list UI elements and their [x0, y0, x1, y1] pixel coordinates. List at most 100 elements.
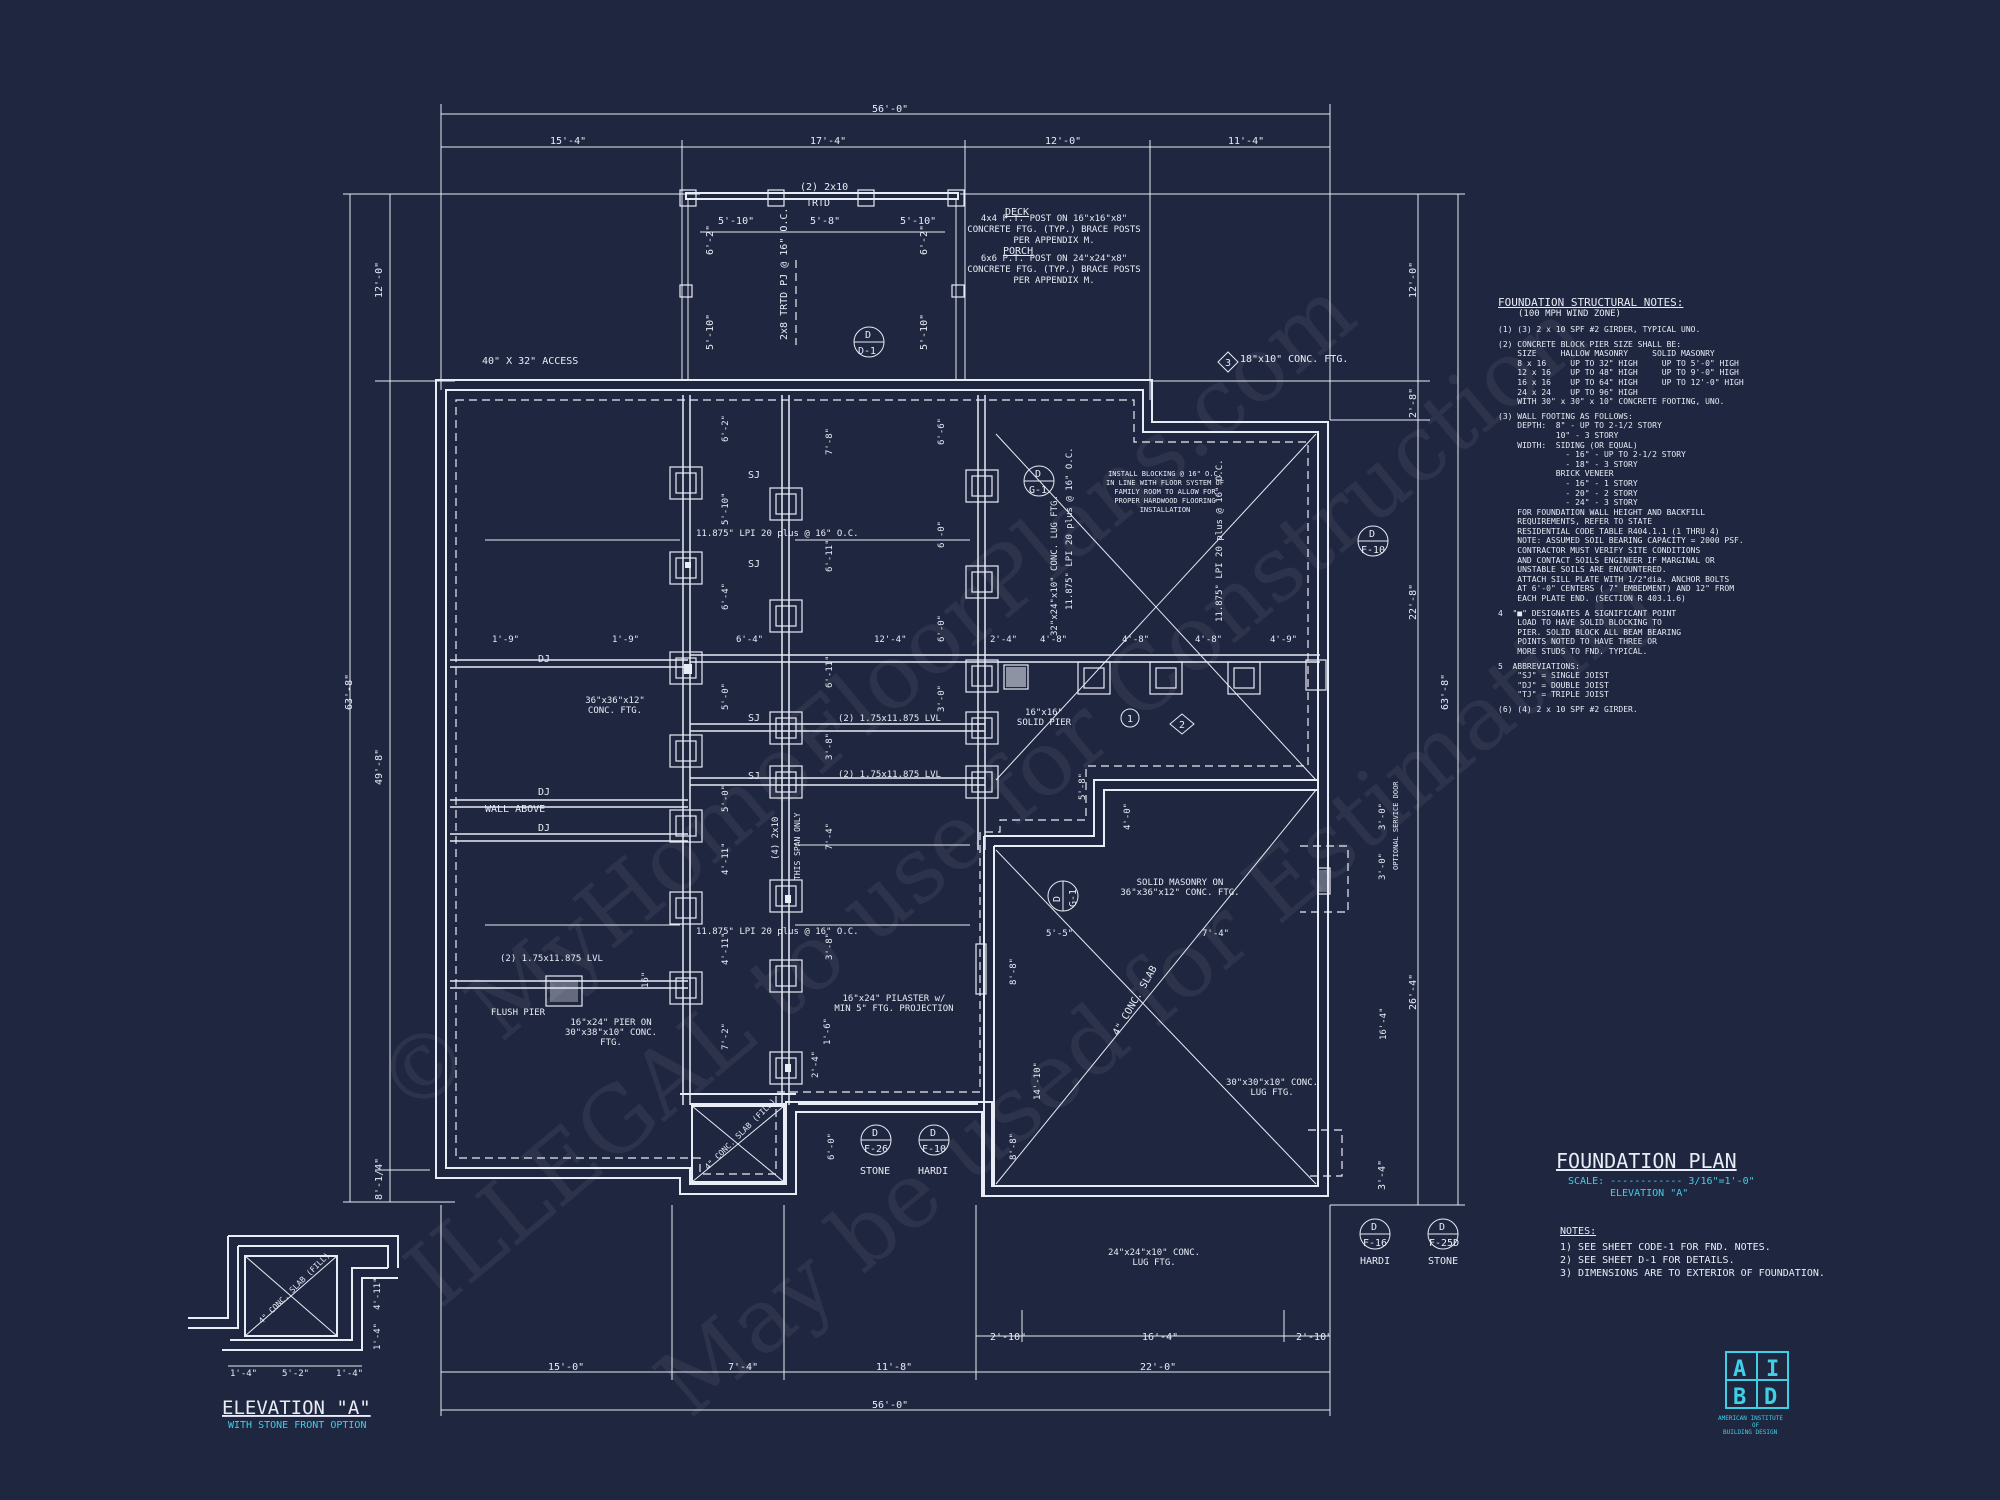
structural-note-line: PIER. SOLID BLOCK ALL BEAM BEARING: [1498, 627, 1682, 637]
logo-letter-d: D: [1764, 1385, 1777, 1410]
logo-letter-a: A: [1733, 1357, 1746, 1382]
svg-text:7'-4": 7'-4": [825, 823, 835, 850]
beams: [450, 395, 1320, 1105]
dim-right-3: 22'-8": [1408, 584, 1419, 620]
elev-dim-5: 1'-4": [373, 1323, 383, 1350]
deck-beam-label: (2) 2x10: [800, 182, 848, 193]
dj-label-1: DJ: [538, 654, 550, 665]
svg-text:4'-8": 4'-8": [1195, 635, 1222, 645]
lug-ftg-label: 32"x24"x10" CONC. LUG FTG.: [1050, 495, 1060, 636]
notes-title: NOTES:: [1560, 1226, 1596, 1237]
section-tag-g1-lower: D G-1: [1047, 880, 1079, 912]
svg-text:F-16: F-16: [1363, 1238, 1387, 1249]
point-load-tag-2: 2: [1169, 713, 1195, 735]
dim-bottom-right-2: 16'-4": [1142, 1332, 1178, 1343]
lvl-label-c: (2) 1.75x11.875 LVL: [500, 954, 603, 964]
svg-text:4'-8": 4'-8": [1040, 635, 1067, 645]
deck-note: 4x4 P.T. POST ON 16"x16"x8" CONCRETE FTG…: [967, 214, 1140, 246]
dim-left-overall: 63'-8": [344, 674, 355, 710]
elev-dim-4: 4'-11": [373, 1277, 383, 1310]
structural-note-line: POINTS NOTED TO HAVE THREE OR: [1498, 637, 1657, 647]
sj-label-2: SJ: [748, 559, 760, 570]
interior-dimensions: 6'-2" 5'-10" 6'-4" 5'-0" 5'-0" 4'-11" 4'…: [492, 415, 1389, 1160]
svg-text:3'-0": 3'-0": [1378, 803, 1388, 830]
svg-text:6'-2": 6'-2": [721, 415, 731, 442]
sj-label-1: SJ: [748, 470, 760, 481]
dj-label-3: DJ: [538, 823, 550, 834]
structural-note-line: 8 x 16 UP TO 32" HIGH UP TO 5'-0" HIGH: [1498, 358, 1739, 368]
blocking-note: INSTALL BLOCKING @ 16" O.C. IN LINE WITH…: [1106, 470, 1224, 514]
structural-notes-list: (1) (3) 2 x 10 SPF #2 GIRDER, TYPICAL UN…: [1498, 325, 1818, 715]
dim-bottom-1: 15'-0": [548, 1362, 584, 1373]
structural-note-line: UNSTABLE SOILS ARE ENCOUNTERED.: [1498, 565, 1667, 575]
structural-note-line: ATTACH SILL PLATE WITH 1/2"dia. ANCHOR B…: [1498, 574, 1730, 584]
dim-bottom-2: 7'-4": [728, 1362, 758, 1373]
svg-text:6'-4": 6'-4": [736, 635, 763, 645]
structural-note-line: (2) CONCRETE BLOCK PIER SIZE SHALL BE:: [1498, 339, 1682, 349]
svg-text:6'-4": 6'-4": [721, 583, 731, 610]
structural-note-line: 16 x 16 UP TO 64" HIGH UP TO 12'-0" HIGH: [1498, 377, 1744, 387]
elev-title: ELEVATION "A": [222, 1397, 371, 1419]
svg-text:14'-10": 14'-10": [1033, 1062, 1043, 1100]
svg-text:16": 16": [641, 972, 651, 988]
lpi-label-b: 11.875" LPI 20 plus @ 16" O.C.: [696, 927, 859, 937]
svg-text:G-1: G-1: [1029, 485, 1047, 496]
piers: [545, 466, 1329, 1085]
structural-note-line: NOTE: ASSUMED SOIL BEARING CAPACITY = 20…: [1498, 536, 1744, 546]
svg-text:D: D: [1439, 1222, 1445, 1233]
lvl-label-a: (2) 1.75x11.875 LVL: [838, 714, 941, 724]
svg-text:1'-9": 1'-9": [492, 635, 519, 645]
svg-text:4'-9": 4'-9": [1270, 635, 1297, 645]
watermark: © MyHomeFloorPlans.com ILLEGAL to use fo…: [357, 259, 1673, 1437]
solid-pier-label: 16"x16" SOLID PIER: [1017, 708, 1071, 728]
svg-text:8'-8": 8'-8": [1009, 1133, 1019, 1160]
deck-dim-6: 5'-10": [705, 314, 716, 350]
structural-note-line: "SJ" = SINGLE JOIST: [1498, 671, 1609, 681]
dim-right-overall: 63'-8": [1440, 674, 1451, 710]
elevation-a-detail: 4" CONC. SLAB (FILL) 5'-2" 1'-4" 1'-4" 4…: [188, 1235, 399, 1431]
deck-dim-4: 6'-2": [705, 225, 716, 255]
structural-note-line: RESIDENTIAL CODE TABLE R404.1.1 (1 THRU …: [1498, 526, 1720, 536]
elev-dim-1: 5'-2": [282, 1369, 309, 1379]
structural-note-line: CONTRACTOR MUST VERIFY SITE CONDITIONS: [1498, 546, 1701, 556]
pier-ftg-label: 16"x24" PIER ON 30"x38"x10" CONC. FTG.: [565, 1018, 657, 1048]
point-load-tag-1: 1: [1120, 708, 1140, 728]
dim-top-4: 11'-4": [1228, 136, 1264, 147]
svg-text:5'-0": 5'-0": [721, 785, 731, 812]
dim-top-overall: 56'-0": [872, 104, 908, 115]
lug-24-label: 24"x24"x10" CONC. LUG FTG.: [1108, 1248, 1200, 1268]
svg-text:3'-8": 3'-8": [825, 733, 835, 760]
svg-text:F-26: F-26: [864, 1144, 888, 1155]
structural-note-line: "TJ" = TRIPLE JOIST: [1498, 690, 1609, 700]
structural-note-line: 24 x 24 UP TO 96" HIGH: [1498, 387, 1638, 397]
plan-scale: SCALE: ------------ 3/16"=1'-0": [1568, 1176, 1755, 1187]
dim-right-1: 12'-0": [1408, 262, 1419, 298]
structural-note-line: WIDTH: SIDING (OR EQUAL): [1498, 440, 1638, 450]
svg-text:6'-11": 6'-11": [825, 539, 835, 572]
deck-trtd-label: TRTD: [806, 198, 830, 209]
structural-note-line: - 20" - 2 STORY: [1498, 488, 1638, 498]
structural-note-line: BRICK VENEER: [1498, 469, 1614, 479]
svg-text:3: 3: [1225, 358, 1231, 369]
plan-title-block: FOUNDATION PLAN SCALE: ------------ 3/16…: [1556, 1149, 1755, 1199]
svg-text:F-10: F-10: [1361, 545, 1385, 556]
svg-text:2'-4": 2'-4": [811, 1051, 821, 1078]
structural-note-line: WITH 30" x 30" x 10" CONCRETE FOOTING, U…: [1498, 397, 1725, 407]
section-tag-f25d: D F-25D: [1427, 1218, 1459, 1250]
structural-note-line: MORE STUDS TO FND. TYPICAL.: [1498, 647, 1648, 656]
svg-text:7'-2": 7'-2": [721, 1023, 731, 1050]
section-tag-d1: D D-1: [853, 326, 885, 358]
structural-note-line: AT 6'-0" CENTERS ( 7" EMBEDMENT) AND 12"…: [1498, 584, 1735, 594]
structural-note-line: FOR FOUNDATION WALL HEIGHT AND BACKFILL: [1498, 507, 1706, 517]
svg-text:7'-4": 7'-4": [1202, 929, 1229, 939]
svg-text:5'-0": 5'-0": [721, 683, 731, 710]
elev-dim-3: 1'-4": [336, 1369, 363, 1379]
svg-text:5'-8": 5'-8": [1078, 773, 1088, 800]
porch-note-title: PORCH: [1003, 246, 1033, 257]
svg-text:5'-5": 5'-5": [1046, 929, 1073, 939]
structural-notes-subtitle: (100 MPH WIND ZONE): [1518, 309, 1621, 319]
section-tag-f26: D F-26: [860, 1124, 892, 1156]
svg-text:D: D: [930, 1128, 936, 1139]
dim-right-2: 2'-8": [1408, 388, 1419, 418]
stone-label-2: STONE: [1428, 1256, 1458, 1267]
